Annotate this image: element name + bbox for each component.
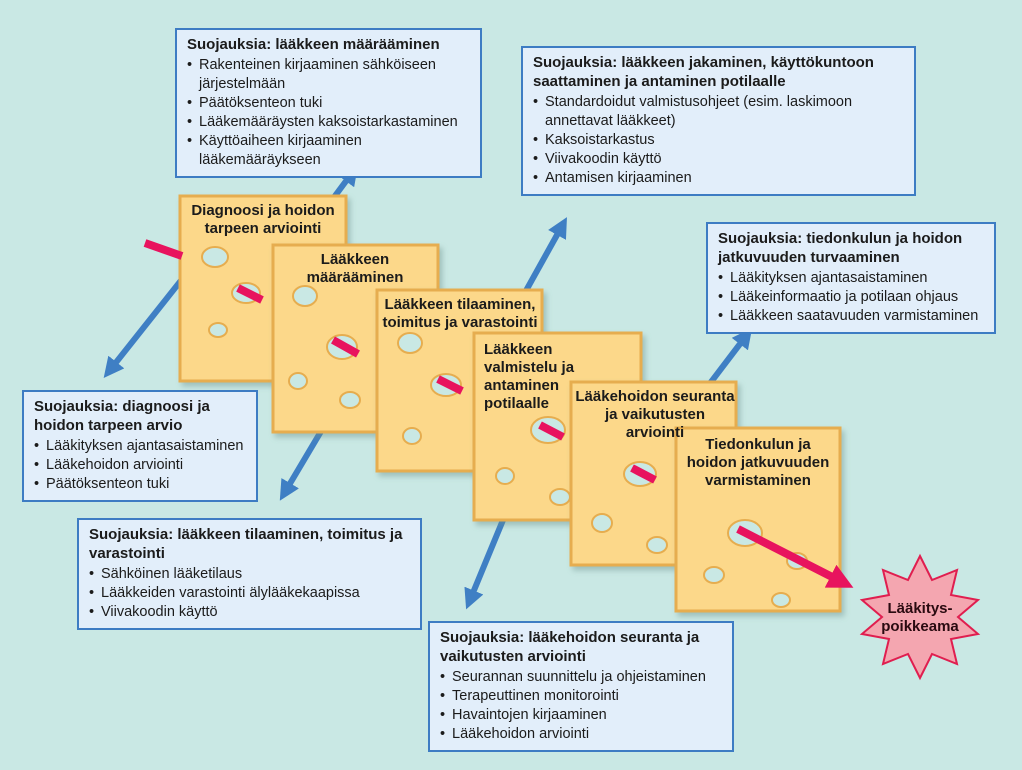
error-path xyxy=(143,239,854,588)
box-title: Suojauksia: lääkkeen määrääminen xyxy=(187,36,440,53)
safeguard-box-diagnoosi: Suojauksia: diagnoosi ja hoidon tarpeen … xyxy=(22,390,258,502)
safeguard-box-tilaaminen: Suojauksia: lääkkeen tilaaminen, toimitu… xyxy=(77,518,422,630)
list-item: Lääkehoidon arviointi xyxy=(34,456,248,475)
safeguard-box-seuranta: Suojauksia: lääkehoidon seuranta ja vaik… xyxy=(428,621,734,752)
list-item: Päätöksenteon tuki xyxy=(34,475,248,494)
list-item: Standardoidut valmistusohjeet (esim. las… xyxy=(533,93,906,131)
box-title: Suojauksia: lääkkeen jakaminen, käyttöku… xyxy=(533,54,874,90)
slice-label-maaraaminen: Lääkkeen määrääminen xyxy=(306,251,404,286)
slice-label-diagnoosi: Diagnoosi ja hoidon tarpeen arviointi xyxy=(191,202,335,237)
box-title: Suojauksia: lääkkeen tilaaminen, toimitu… xyxy=(89,526,403,562)
slice-label-tilaaminen: Lääkkeen tilaaminen, toimitus ja varasto… xyxy=(382,296,538,331)
list-item: Päätöksenteon tuki xyxy=(187,94,472,113)
list-item: Lääkkeiden varastointi älylääkekaapissa xyxy=(89,584,412,603)
safeguard-box-jakaminen: Suojauksia: lääkkeen jakaminen, käyttöku… xyxy=(521,46,916,196)
list-item: Havaintojen kirjaaminen xyxy=(440,706,724,725)
adverse-event-label: Lääkitys- poikkeama xyxy=(870,600,970,636)
list-item: Viivakoodin käyttö xyxy=(89,603,412,622)
box-list: Standardoidut valmistusohjeet (esim. las… xyxy=(533,93,906,188)
box-list: Rakenteinen kirjaaminen sähköiseen järje… xyxy=(187,56,472,170)
box-list: Sähköinen lääketilaus Lääkkeiden varasto… xyxy=(89,565,412,622)
slice-label-seuranta: Lääkehoidon seuranta ja vaikutusten arvi… xyxy=(575,388,735,441)
list-item: Lääkemääräysten kaksoistarkastaminen xyxy=(187,113,472,132)
box-list: Seurannan suunnittelu ja ohjeistaminen T… xyxy=(440,668,724,744)
adverse-event-label-line1: Lääkitys- xyxy=(887,600,953,617)
list-item: Seurannan suunnittelu ja ohjeistaminen xyxy=(440,668,724,687)
list-item: Viivakoodin käyttö xyxy=(533,150,906,169)
slice-label-valmistelu: Lääkkeen valmistelu ja antaminen potilaa… xyxy=(484,341,575,412)
adverse-event-label-line2: poikkeama xyxy=(881,618,959,635)
list-item: Lääkkeen saatavuuden varmistaminen xyxy=(718,307,986,326)
list-item: Antamisen kirjaaminen xyxy=(533,169,906,188)
list-item: Lääkeinformaatio ja potilaan ohjaus xyxy=(718,288,986,307)
list-item: Kaksoistarkastus xyxy=(533,131,906,150)
safeguard-box-maaraaminen: Suojauksia: lääkkeen määrääminen Rakente… xyxy=(175,28,482,178)
list-item: Rakenteinen kirjaaminen sähköiseen järje… xyxy=(187,56,472,94)
box-title: Suojauksia: diagnoosi ja hoidon tarpeen … xyxy=(34,398,210,434)
list-item: Lääkityksen ajantasaistaminen xyxy=(34,437,248,456)
box-list: Lääkityksen ajantasaistaminen Lääkeinfor… xyxy=(718,269,986,326)
box-title: Suojauksia: tiedonkulun ja hoidon jatkuv… xyxy=(718,230,963,266)
cheese-slice-6 xyxy=(674,426,842,613)
box-list: Lääkityksen ajantasaistaminen Lääkehoido… xyxy=(34,437,248,494)
list-item: Terapeuttinen monitorointi xyxy=(440,687,724,706)
slice-label-tiedonkulku: Tiedonkulun ja hoidon jatkuvuuden varmis… xyxy=(686,436,830,489)
list-item: Lääkehoidon arviointi xyxy=(440,725,724,744)
adverse-event-star xyxy=(859,553,981,681)
safeguard-box-tiedonkulku: Suojauksia: tiedonkulun ja hoidon jatkuv… xyxy=(706,222,996,334)
list-item: Sähköinen lääketilaus xyxy=(89,565,412,584)
list-item: Käyttöaiheen kirjaaminen lääkemääräyksee… xyxy=(187,132,472,170)
list-item: Lääkityksen ajantasaistaminen xyxy=(718,269,986,288)
box-title: Suojauksia: lääkehoidon seuranta ja vaik… xyxy=(440,629,700,665)
